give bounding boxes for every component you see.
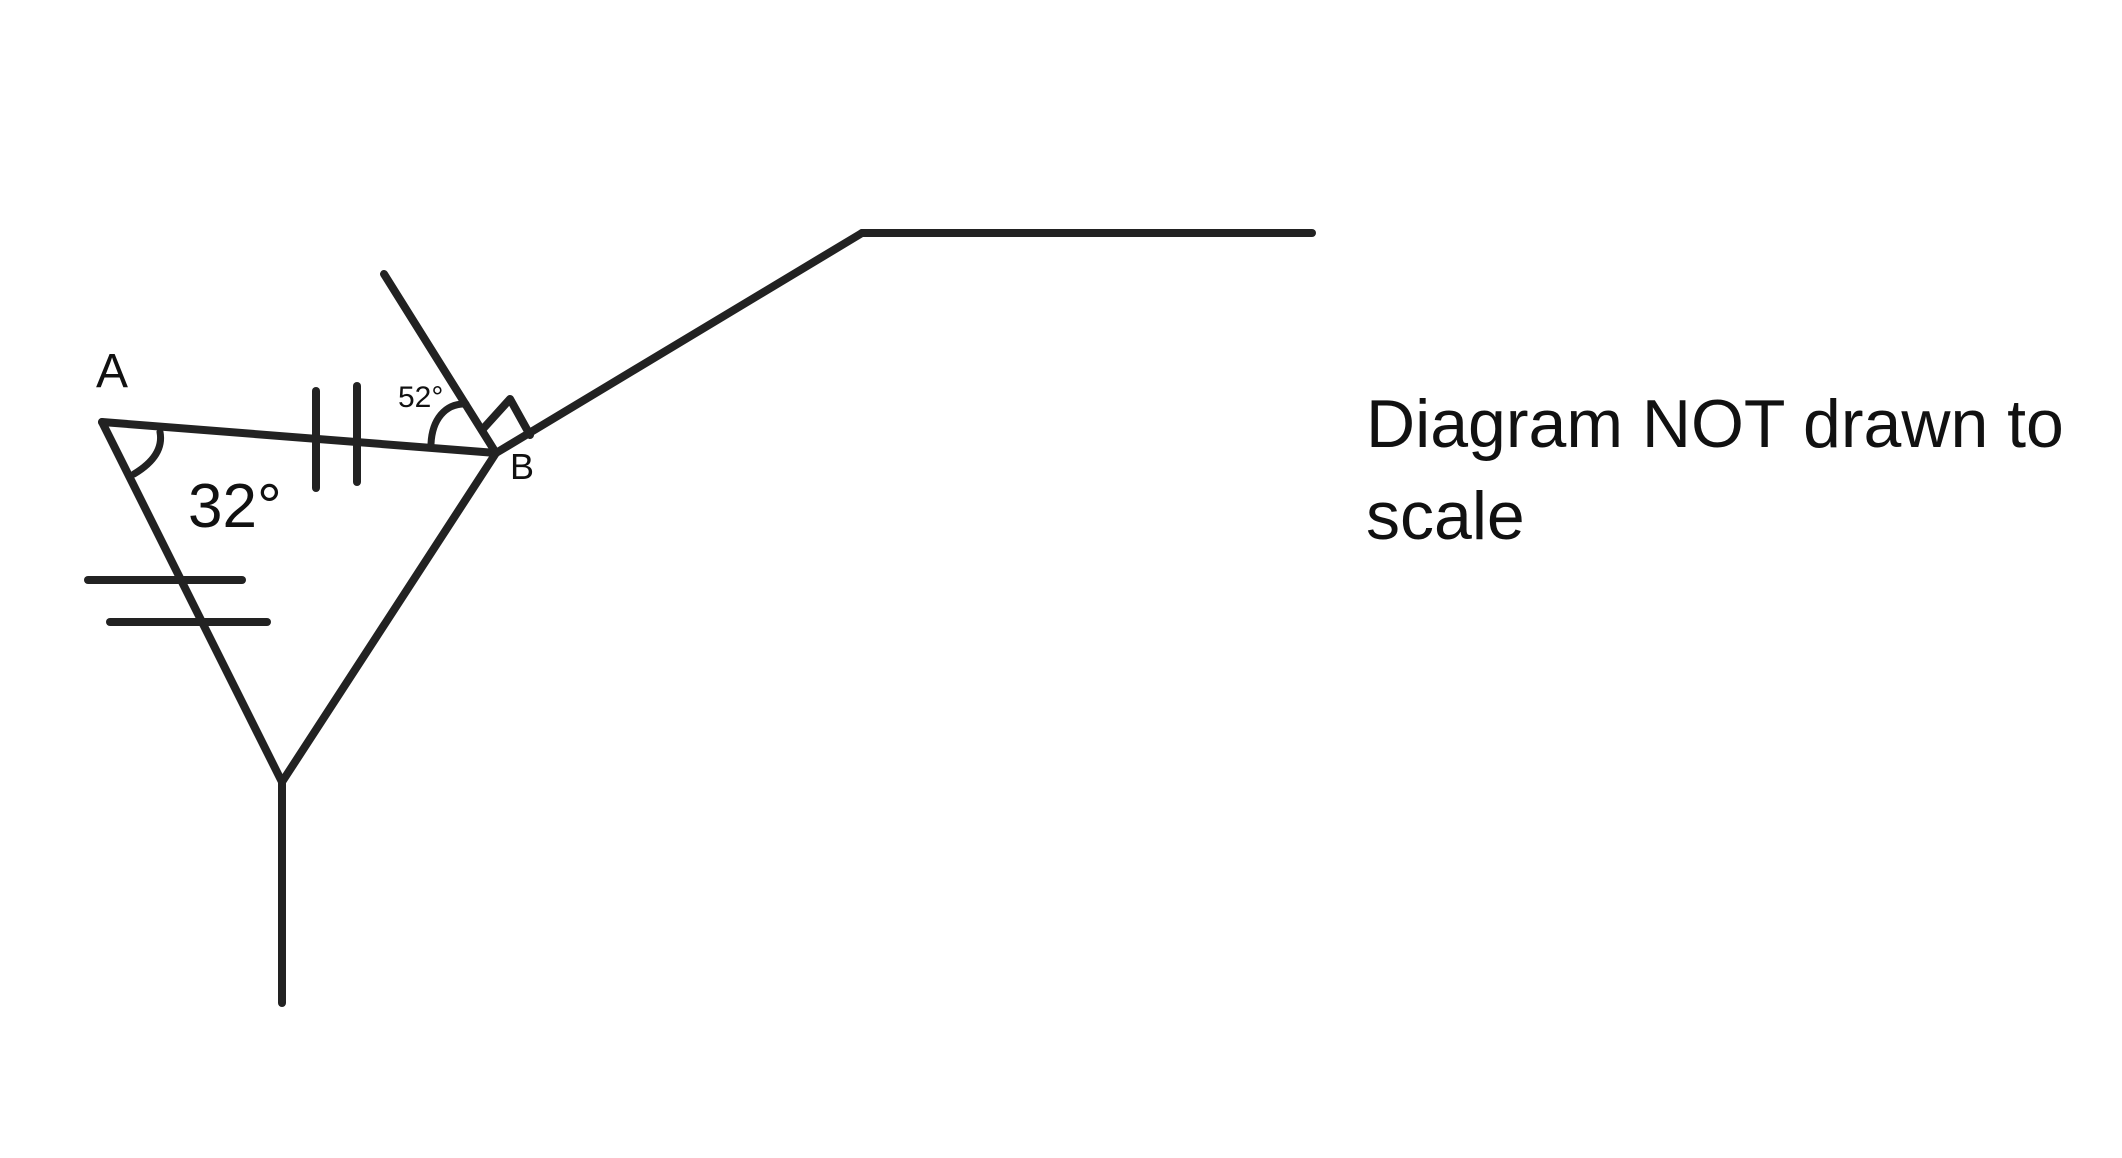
point-b-label: B: [510, 446, 534, 487]
scale-note-line-2: scale: [1366, 478, 1525, 554]
angle-arc-at-b: [427, 400, 470, 448]
line-from-b-up-right: [492, 229, 866, 457]
segment-ab: [98, 418, 500, 457]
line-from-b-up-left: [380, 270, 500, 457]
angle-label-32: 32°: [188, 472, 282, 541]
scale-note-line-1: Diagram NOT drawn to: [1366, 386, 2064, 462]
scale-note: Diagram NOT drawn to scale: [1366, 378, 2086, 562]
segment-bottom-vertex-to-b: [278, 449, 500, 786]
right-angle-marker: [478, 395, 534, 439]
angle-arc-at-a: [130, 428, 165, 478]
segment-a-to-bottom-vertex: [98, 418, 286, 786]
point-a-label: A: [96, 345, 128, 398]
angle-label-52: 52°: [398, 381, 443, 414]
